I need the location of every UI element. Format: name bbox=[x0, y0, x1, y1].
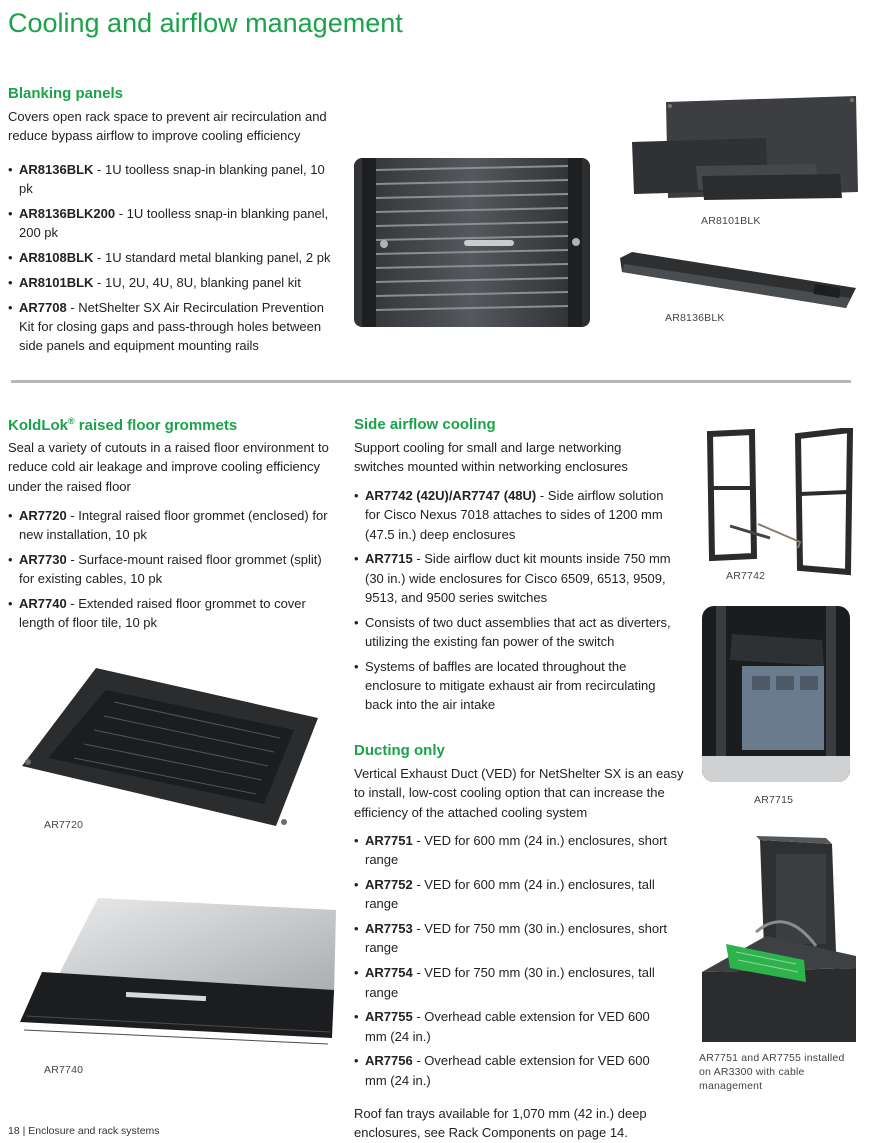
list-item: AR7756 - Overhead cable extension for VE… bbox=[354, 1051, 674, 1090]
list-item: AR7754 - VED for 750 mm (30 in.) enclosu… bbox=[354, 963, 674, 1002]
side-airflow-heading: Side airflow cooling bbox=[354, 416, 496, 433]
ducting-intro: Vertical Exhaust Duct (VED) for NetShelt… bbox=[354, 766, 684, 820]
ved-duct-image bbox=[696, 836, 860, 1042]
side-airflow-list: AR7742 (42U)/AR7747 (48U) - Side airflow… bbox=[354, 486, 680, 720]
page-title: Cooling and airflow management bbox=[8, 8, 403, 38]
blanking-heading: Blanking panels bbox=[8, 85, 124, 102]
grommet-extended-image bbox=[16, 896, 336, 1056]
side-airflow-duct-photo bbox=[702, 606, 850, 782]
blanking-kit-image bbox=[630, 92, 860, 214]
list-item: AR7740 - Extended raised floor grommet t… bbox=[8, 594, 338, 633]
list-item: AR7708 - NetShelter SX Air Recirculation… bbox=[8, 298, 338, 356]
side-airflow-frames-image bbox=[700, 428, 860, 578]
list-item: AR7730 - Surface-mount raised floor grom… bbox=[8, 550, 338, 589]
caption-ar7742: AR7742 bbox=[726, 570, 766, 582]
caption-ar7720: AR7720 bbox=[44, 819, 84, 831]
koldlok-heading: KoldLok® raised floor grommets bbox=[8, 416, 238, 434]
list-item: AR8136BLK200 - 1U toolless snap-in blank… bbox=[8, 204, 338, 243]
list-item: AR8108BLK - 1U standard metal blanking p… bbox=[8, 248, 338, 268]
list-item: AR7720 - Integral raised floor grommet (… bbox=[8, 506, 338, 545]
ducting-note: Roof fan trays available for 1,070 mm (4… bbox=[354, 1106, 647, 1141]
list-item: AR7742 (42U)/AR7747 (48U) - Side airflow… bbox=[354, 486, 680, 544]
side-airflow-intro: Support cooling for small and large netw… bbox=[354, 440, 628, 475]
rack-blanking-photo bbox=[354, 158, 590, 327]
list-item: AR7752 - VED for 600 mm (24 in.) enclosu… bbox=[354, 875, 674, 914]
koldlok-intro: Seal a variety of cutouts in a raised fl… bbox=[8, 440, 329, 494]
list-item: AR8101BLK - 1U, 2U, 4U, 8U, blanking pan… bbox=[8, 273, 338, 293]
page-footer: 18 | Enclosure and rack systems bbox=[8, 1125, 160, 1137]
grommet-integral-image bbox=[18, 662, 328, 832]
blanking-list: AR8136BLK - 1U toolless snap-in blanking… bbox=[8, 160, 338, 361]
list-item: AR7755 - Overhead cable extension for VE… bbox=[354, 1007, 674, 1046]
caption-ar8136blk: AR8136BLK bbox=[665, 312, 725, 324]
list-item: AR7753 - VED for 750 mm (30 in.) enclosu… bbox=[354, 919, 674, 958]
list-item: Consists of two duct assemblies that act… bbox=[354, 613, 680, 652]
caption-ved: AR7751 and AR7755 installed on AR3300 wi… bbox=[699, 1052, 845, 1092]
koldlok-list: AR7720 - Integral raised floor grommet (… bbox=[8, 506, 338, 638]
list-item: Systems of baffles are located throughou… bbox=[354, 657, 680, 715]
list-item: AR7751 - VED for 600 mm (24 in.) enclosu… bbox=[354, 831, 674, 870]
list-item: AR7715 - Side airflow duct kit mounts in… bbox=[354, 549, 680, 607]
caption-ar7740: AR7740 bbox=[44, 1064, 84, 1076]
ducting-list: AR7751 - VED for 600 mm (24 in.) enclosu… bbox=[354, 831, 674, 1096]
caption-ar8101blk: AR8101BLK bbox=[701, 215, 761, 227]
caption-ar7715: AR7715 bbox=[754, 794, 794, 806]
list-item: AR8136BLK - 1U toolless snap-in blanking… bbox=[8, 160, 338, 199]
ducting-heading: Ducting only bbox=[354, 742, 445, 759]
section-divider bbox=[11, 380, 851, 383]
blanking-intro: Covers open rack space to prevent air re… bbox=[8, 109, 327, 144]
snap-panel-image bbox=[614, 250, 860, 312]
